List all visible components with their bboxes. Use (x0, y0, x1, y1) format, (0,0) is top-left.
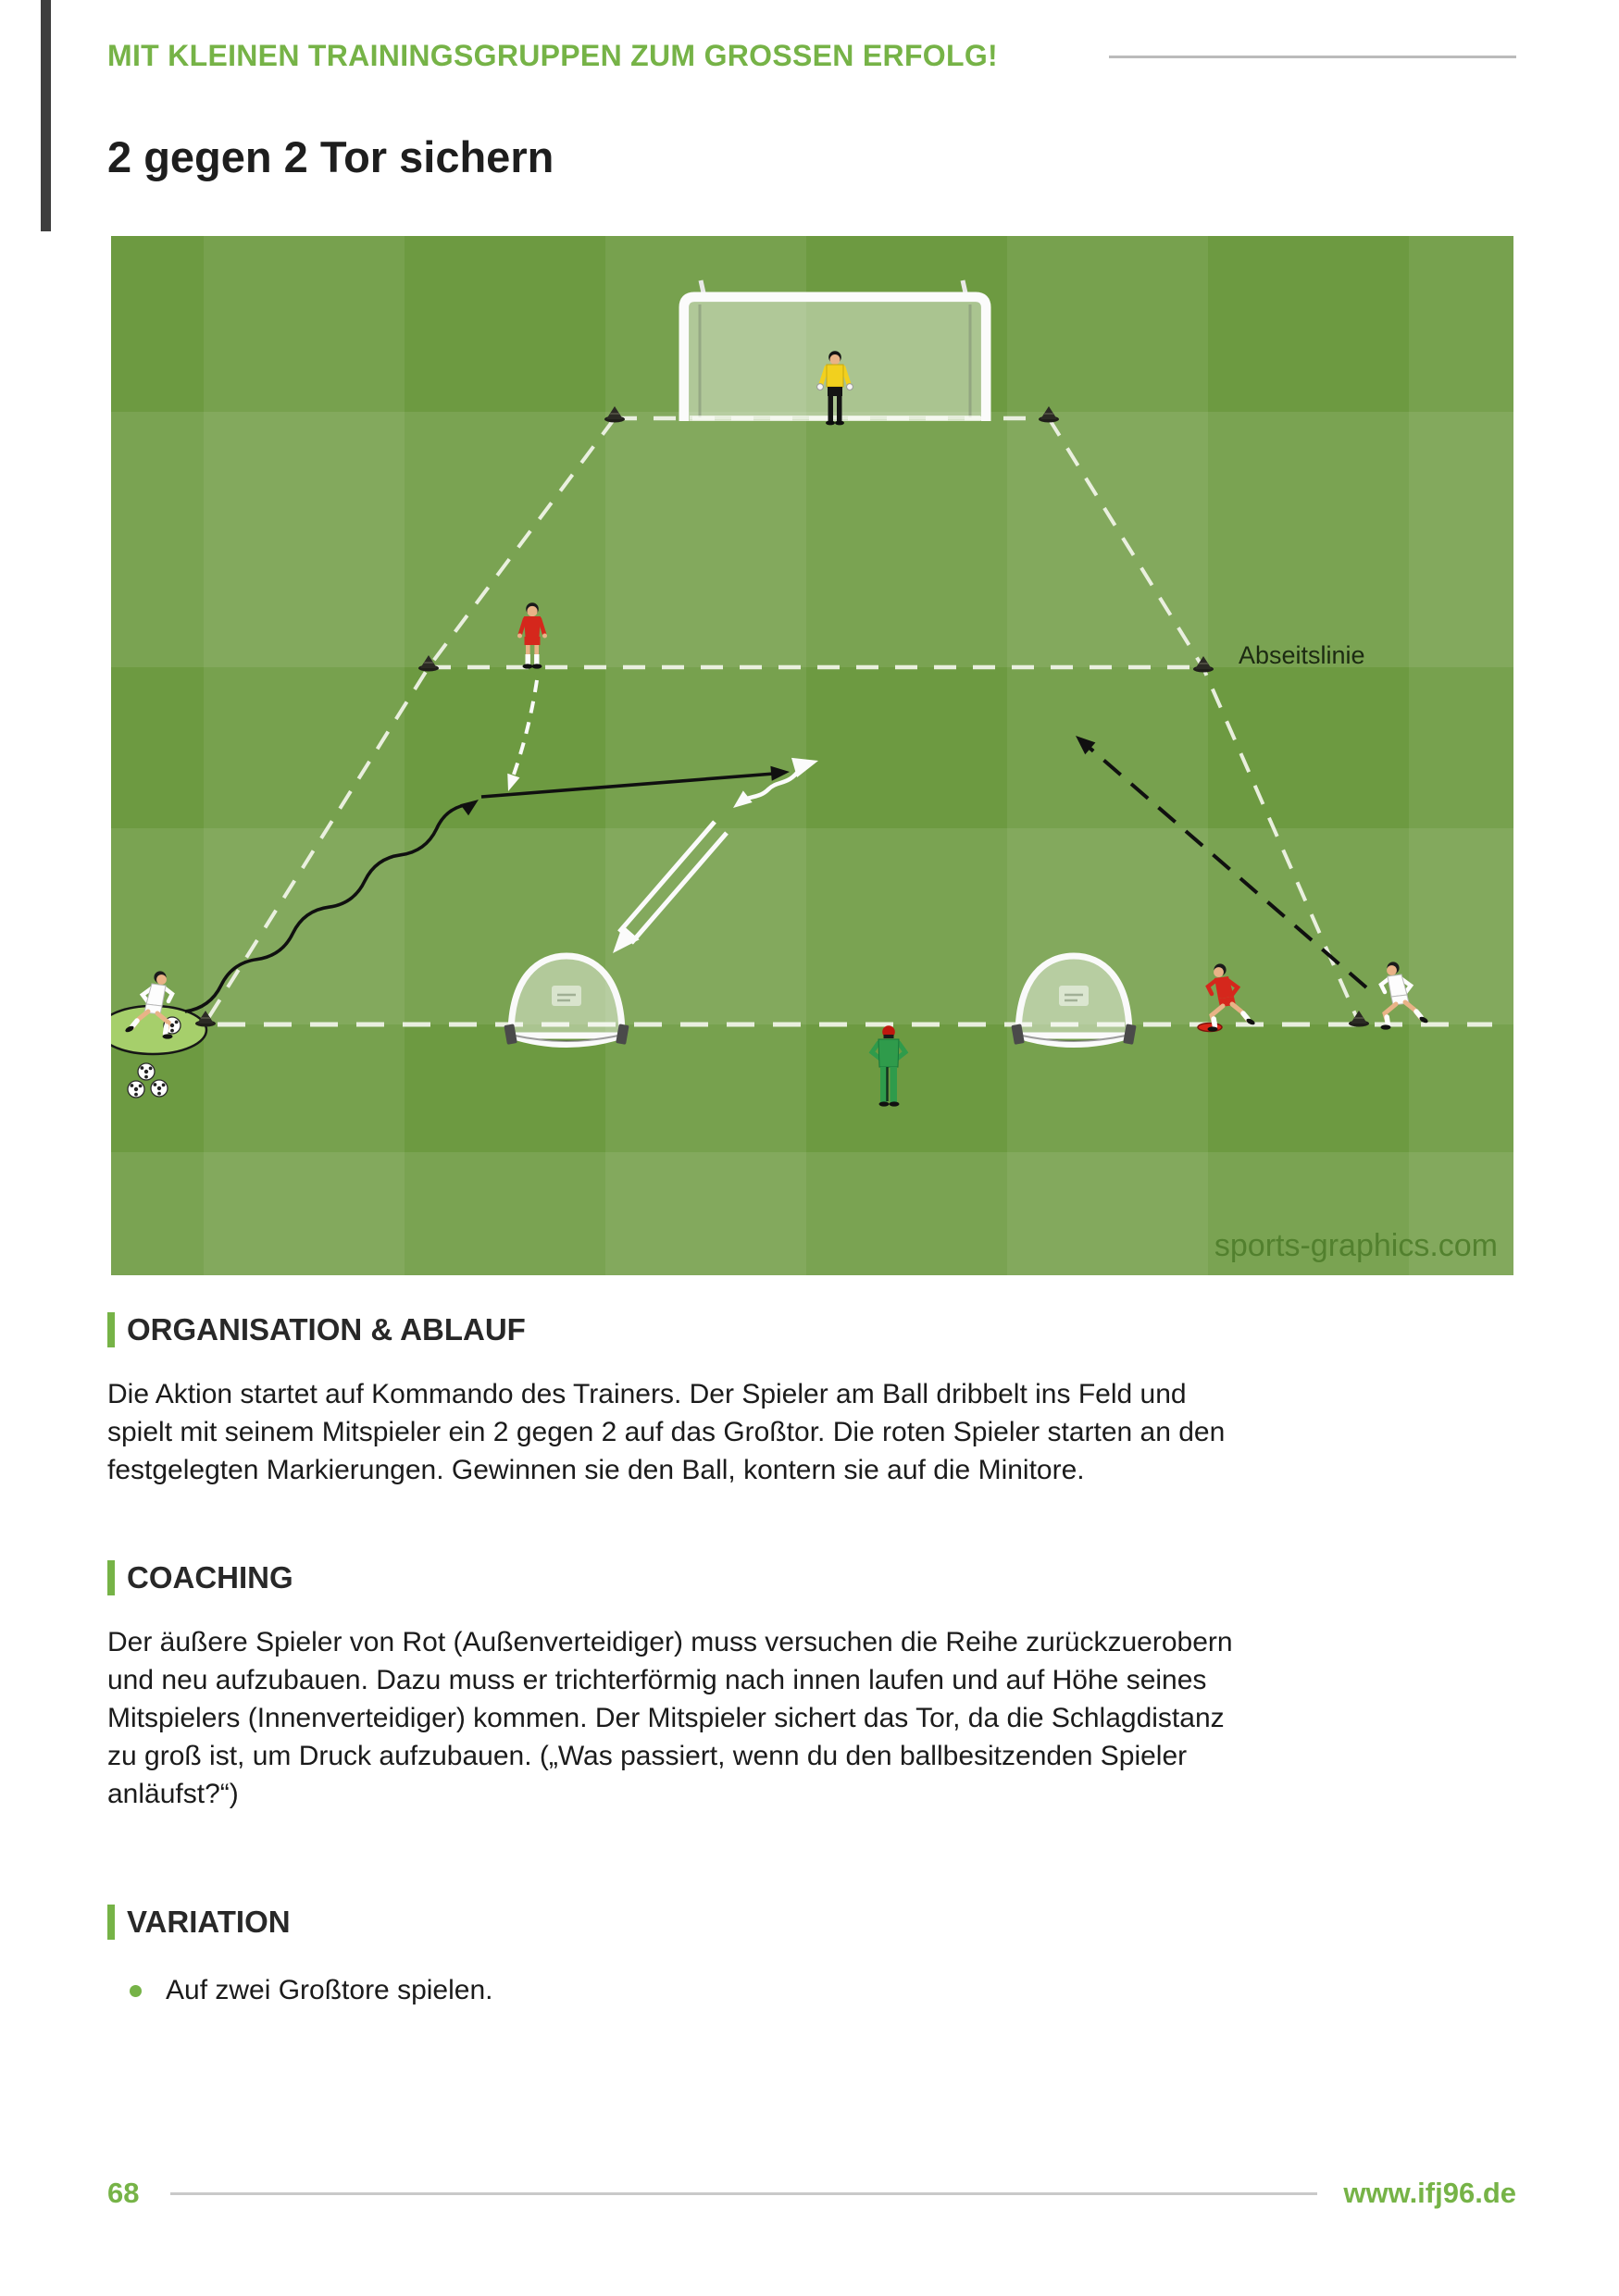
variation-bullet-row: Auf zwei Großtore spielen. (107, 1975, 1524, 2006)
section-accent-bar (107, 1905, 115, 1940)
section-organisation: ORGANISATION & ABLAUF Die Aktion startet… (107, 1312, 1524, 1489)
dribble-line (184, 800, 479, 1013)
header-divider (1109, 56, 1516, 58)
shot-arrow (613, 820, 729, 953)
press-run-arrow (507, 679, 539, 791)
trainer (868, 1025, 909, 1107)
section-body: Die Aktion startet auf Kommando des Trai… (107, 1379, 1226, 1485)
section-heading: ORGANISATION & ABLAUF (127, 1312, 526, 1347)
player-red-center (517, 602, 547, 669)
left-accent-bar (41, 0, 51, 231)
section-accent-bar (107, 1560, 115, 1595)
website-link[interactable]: www.ifj96.de (1343, 2177, 1516, 2209)
section-variation: VARIATION Auf zwei Großtore spielen. (107, 1905, 1524, 2006)
section-accent-bar (107, 1312, 115, 1347)
player-white-dribbler (125, 971, 175, 1039)
goal (679, 279, 991, 421)
exercise-diagram: Abseitslinie sports-graphics.com (111, 236, 1513, 1275)
watermark: sports-graphics.com (1214, 1228, 1498, 1263)
section-heading: VARIATION (127, 1905, 291, 1939)
footer-divider (170, 2191, 1318, 2195)
section-heading: COACHING (127, 1560, 293, 1595)
page-header: MIT KLEINEN TRAININGSGRUPPEN ZUM GROSSEN… (107, 39, 998, 72)
player-red-right (1205, 963, 1255, 1032)
section-heading-row: ORGANISATION & ABLAUF (107, 1312, 1524, 1347)
variation-bullet-text: Auf zwei Großtore spielen. (166, 1975, 493, 2005)
bullet-icon (130, 1984, 142, 1997)
goalkeeper (816, 351, 853, 426)
section-heading-row: COACHING (107, 1560, 1524, 1595)
offside-label: Abseitslinie (1239, 641, 1365, 669)
pitch-background (111, 236, 1513, 1275)
exercise-title: 2 gegen 2 Tor sichern (107, 132, 554, 181)
defender-run-arrow (1076, 736, 1368, 989)
section-heading-row: VARIATION (107, 1905, 1524, 1940)
page-footer: 68 www.ifj96.de (107, 2177, 1516, 2210)
section-coaching: COACHING Der äußere Spieler von Rot (Auß… (107, 1560, 1524, 1813)
page-number: 68 (107, 2177, 140, 2209)
receive-run-arrow (733, 757, 818, 808)
section-body: Der äußere Spieler von Rot (Außenverteid… (107, 1627, 1233, 1809)
player-white-right (1378, 962, 1428, 1030)
pass-arrow (480, 765, 790, 799)
